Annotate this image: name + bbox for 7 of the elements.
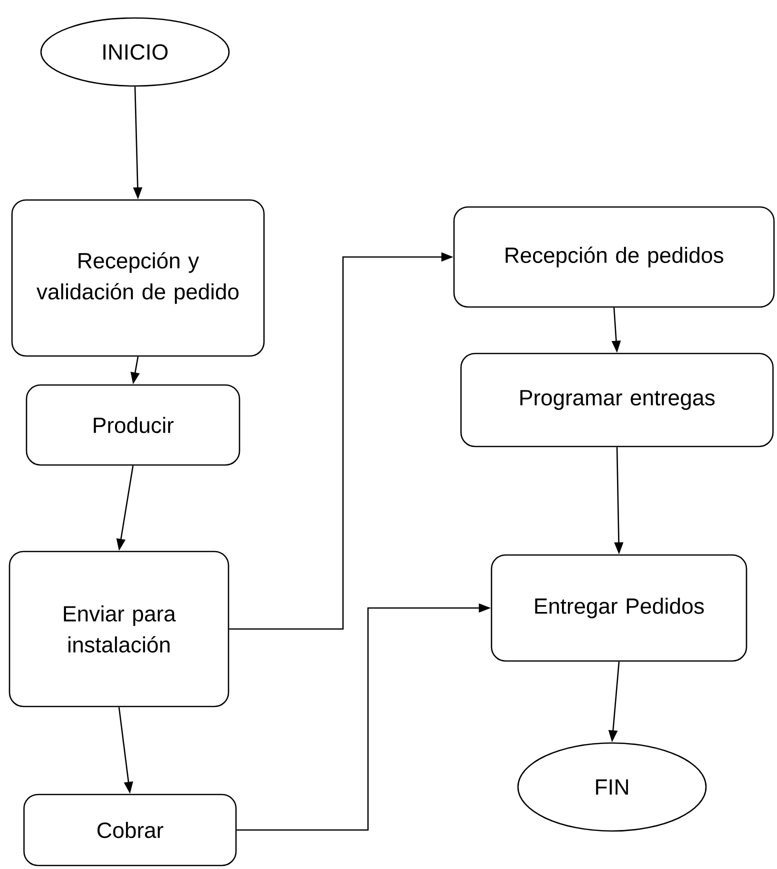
process-box: Entregar Pedidos <box>490 554 748 662</box>
process-box: Recepción de pedidos <box>453 206 775 308</box>
process-box: Cobrar <box>23 794 237 866</box>
process-box: Enviar para instalación <box>8 550 230 708</box>
process-box: Recepción y validación de pedido <box>11 199 265 357</box>
process-box: Programar entregas <box>460 352 774 448</box>
process-box: Producir <box>26 384 240 466</box>
